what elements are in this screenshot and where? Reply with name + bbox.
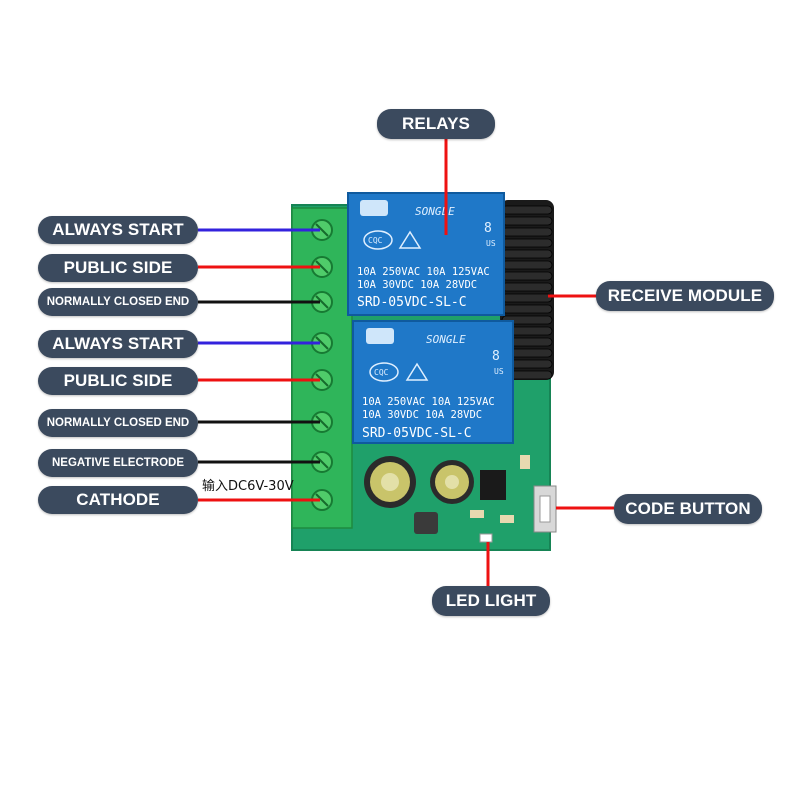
receive-module-label: RECEIVE MODULE <box>596 281 774 311</box>
capacitor-left <box>364 456 416 508</box>
terminal-wires <box>198 228 320 502</box>
capacitor-right <box>430 460 474 504</box>
ic-chip <box>480 470 506 500</box>
led-part <box>479 533 493 543</box>
smd-part <box>470 510 484 518</box>
relay-bottom-brand: SONGLE <box>426 333 466 346</box>
relay-top: SONGLE 8 US CQC 10A 250VAC 10A 125VAC 10… <box>347 192 505 316</box>
terminal-label-6: NORMALLY CLOSED END <box>38 409 198 437</box>
terminal-label-2: PUBLIC SIDE <box>38 254 198 282</box>
relay-top-us: US <box>486 239 496 248</box>
relay-top-cert: CQC <box>368 236 383 245</box>
relay-top-brand: SONGLE <box>415 205 455 218</box>
terminal-label-3: NORMALLY CLOSED END <box>38 288 198 316</box>
terminal-screws <box>311 219 333 511</box>
smd-part <box>520 455 530 469</box>
smd-part <box>500 515 514 523</box>
terminal-label-7: NEGATIVE ELECTRODE <box>38 449 198 477</box>
code-button-label: CODE BUTTON <box>614 494 762 524</box>
relay-top-number: 8 <box>484 221 492 236</box>
terminal-label-4: ALWAYS START <box>38 330 198 358</box>
led-light-label: LED LIGHT <box>432 586 550 616</box>
relay-bottom-rating-2: 10A 30VDC 10A 28VDC <box>362 409 482 421</box>
inductor <box>414 512 438 534</box>
relays-label: RELAYS <box>377 109 495 139</box>
relay-bottom-cert: CQC <box>374 368 389 377</box>
relay-top-rating-1: 10A 250VAC 10A 125VAC <box>357 266 490 278</box>
terminal-label-8: CATHODE <box>38 486 198 514</box>
relay-bottom-us: US <box>494 367 504 376</box>
relay-top-rating-2: 10A 30VDC 10A 28VDC <box>357 279 477 291</box>
relay-top-model: SRD-05VDC-SL-C <box>357 295 467 310</box>
input-voltage-label: 输入DC6V-30V <box>202 479 294 494</box>
relay-bottom-number: 8 <box>492 349 500 364</box>
relay-bottom-model: SRD-05VDC-SL-C <box>362 426 472 441</box>
relay-bottom-rating-1: 10A 250VAC 10A 125VAC <box>362 396 495 408</box>
antenna-coil-windings <box>501 205 553 380</box>
terminal-label-1: ALWAYS START <box>38 216 198 244</box>
terminal-label-5: PUBLIC SIDE <box>38 367 198 395</box>
relay-bottom: SONGLE 8 US CQC 10A 250VAC 10A 125VAC 10… <box>352 320 514 444</box>
